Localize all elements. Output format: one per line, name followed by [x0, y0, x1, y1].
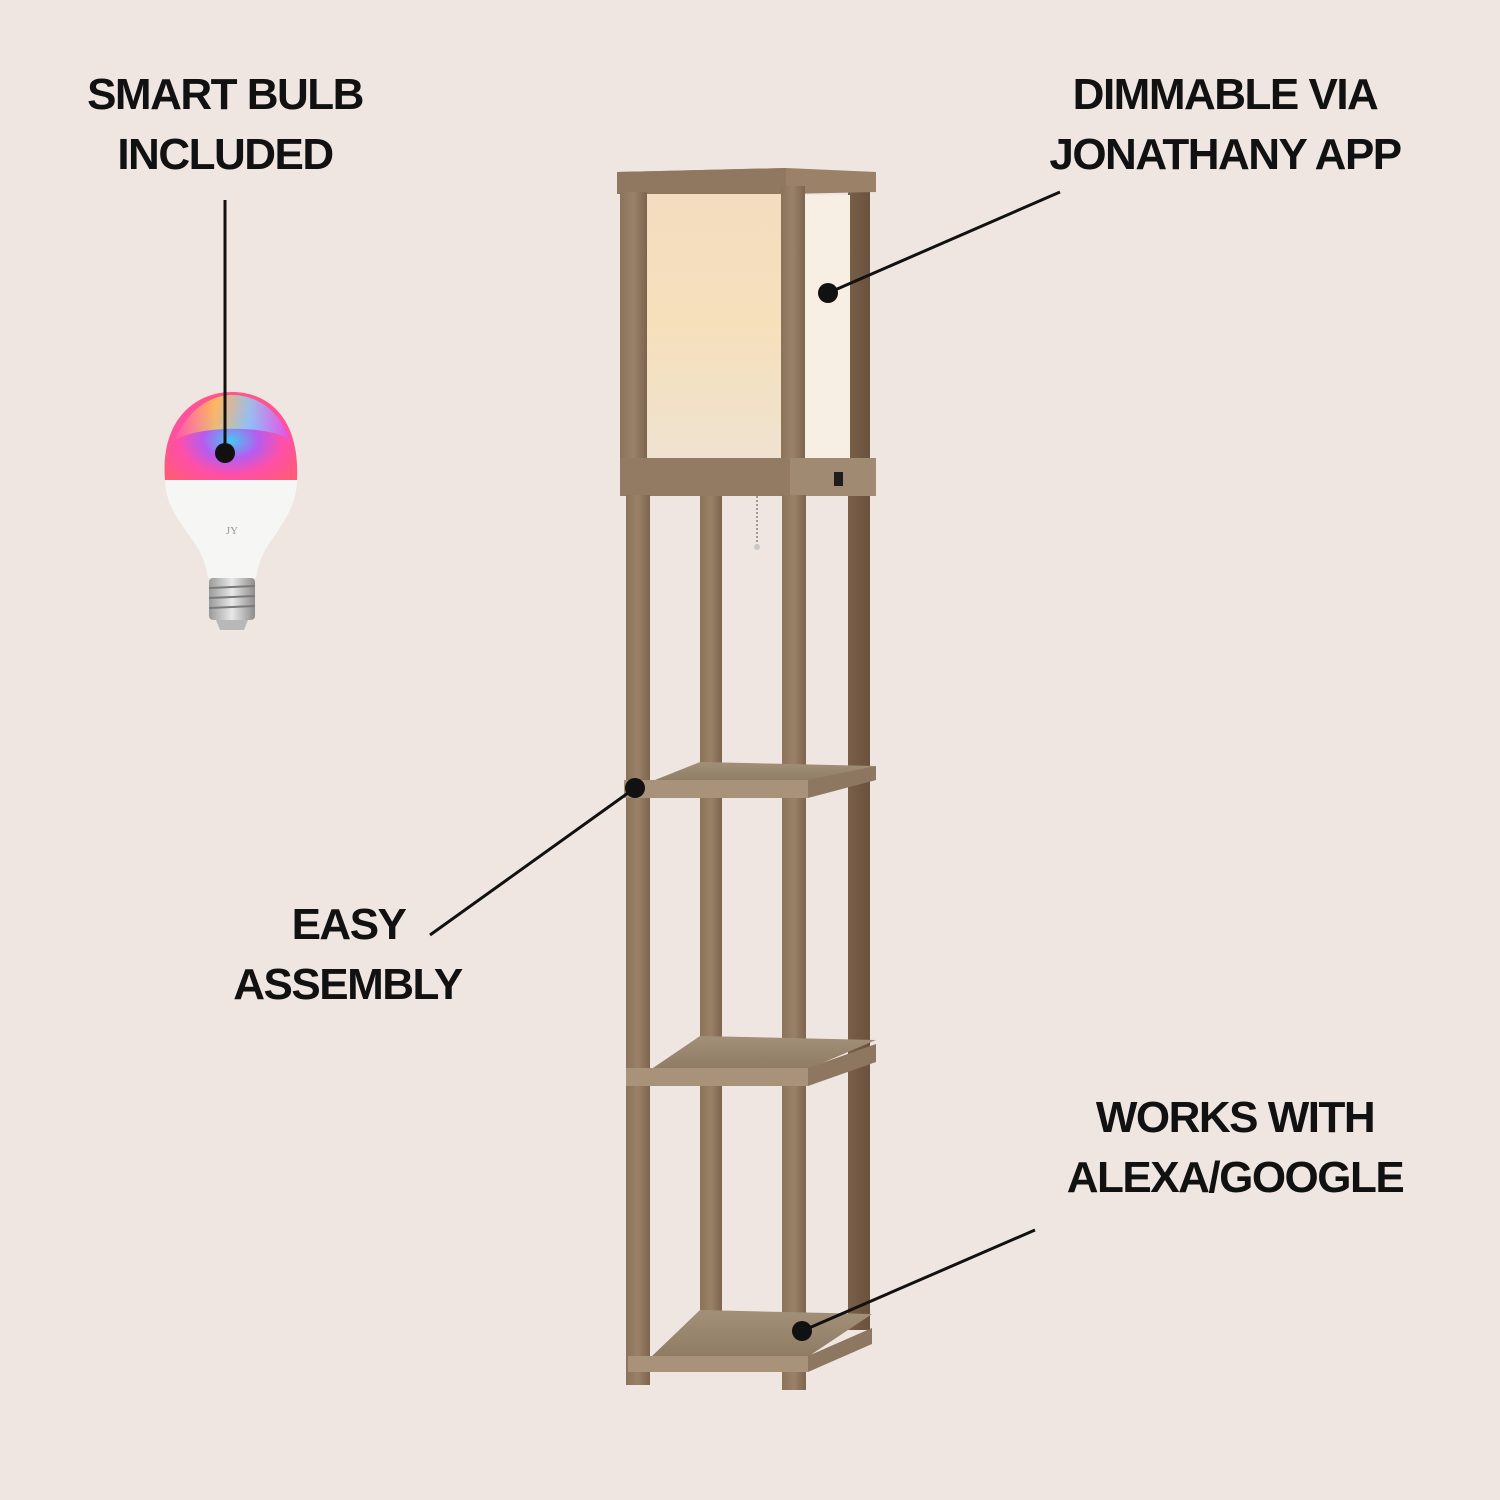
callout-dimmable: DIMMABLE VIA JONATHANY APP	[1020, 65, 1430, 185]
bulb-body	[165, 480, 297, 578]
smart-bulb-image: JY	[164, 392, 298, 630]
leader-line-voice	[801, 1228, 1036, 1333]
lamp-shade-side	[805, 195, 850, 460]
lamp-base	[650, 1310, 872, 1358]
floor-lamp-image	[617, 168, 876, 1390]
lamp-shelf-2	[650, 1036, 876, 1070]
leader-line-assembly	[429, 786, 636, 937]
lamp-switch	[834, 472, 843, 486]
callout-works-with: WORKS WITH ALEXA/GOOGLE	[1040, 1088, 1430, 1208]
bulb-screw-base	[209, 578, 255, 620]
callout-smart-bulb-line2: INCLUDED	[117, 130, 334, 179]
callout-lines	[215, 190, 1061, 1341]
callout-easy-assembly: EASY ASSEMBLY	[215, 895, 480, 1015]
callout-assembly-line1: EASY	[291, 900, 407, 949]
callout-dimmable-line1: DIMMABLE VIA	[1072, 70, 1379, 119]
lamp-shelf-1	[650, 762, 876, 782]
callout-dimmable-line2: JONATHANY APP	[1049, 130, 1402, 179]
callout-smart-bulb: SMART BULB INCLUDED	[70, 65, 380, 185]
leader-dot-assembly	[625, 778, 645, 798]
lamp-back-post-left	[700, 495, 722, 1335]
leader-line-dimmable	[827, 190, 1061, 295]
callout-assembly-line2: ASSEMBLY	[233, 960, 463, 1009]
bulb-logo: JY	[226, 525, 238, 537]
lamp-back-post-right	[848, 180, 870, 1330]
callout-voice-line2: ALEXA/GOOGLE	[1066, 1153, 1405, 1202]
lamp-shade-front	[645, 190, 785, 460]
leader-dot-bulb	[215, 443, 235, 463]
lamp-front-post-left	[626, 495, 650, 1385]
lamp-front-post-right	[782, 495, 806, 1390]
lamp-shade-base-frame	[620, 458, 790, 496]
callout-smart-bulb-line1: SMART BULB	[87, 70, 364, 119]
leader-dot-voice	[792, 1321, 812, 1341]
callout-voice-line1: WORKS WITH	[1095, 1093, 1376, 1142]
leader-dot-dimmable	[818, 283, 838, 303]
